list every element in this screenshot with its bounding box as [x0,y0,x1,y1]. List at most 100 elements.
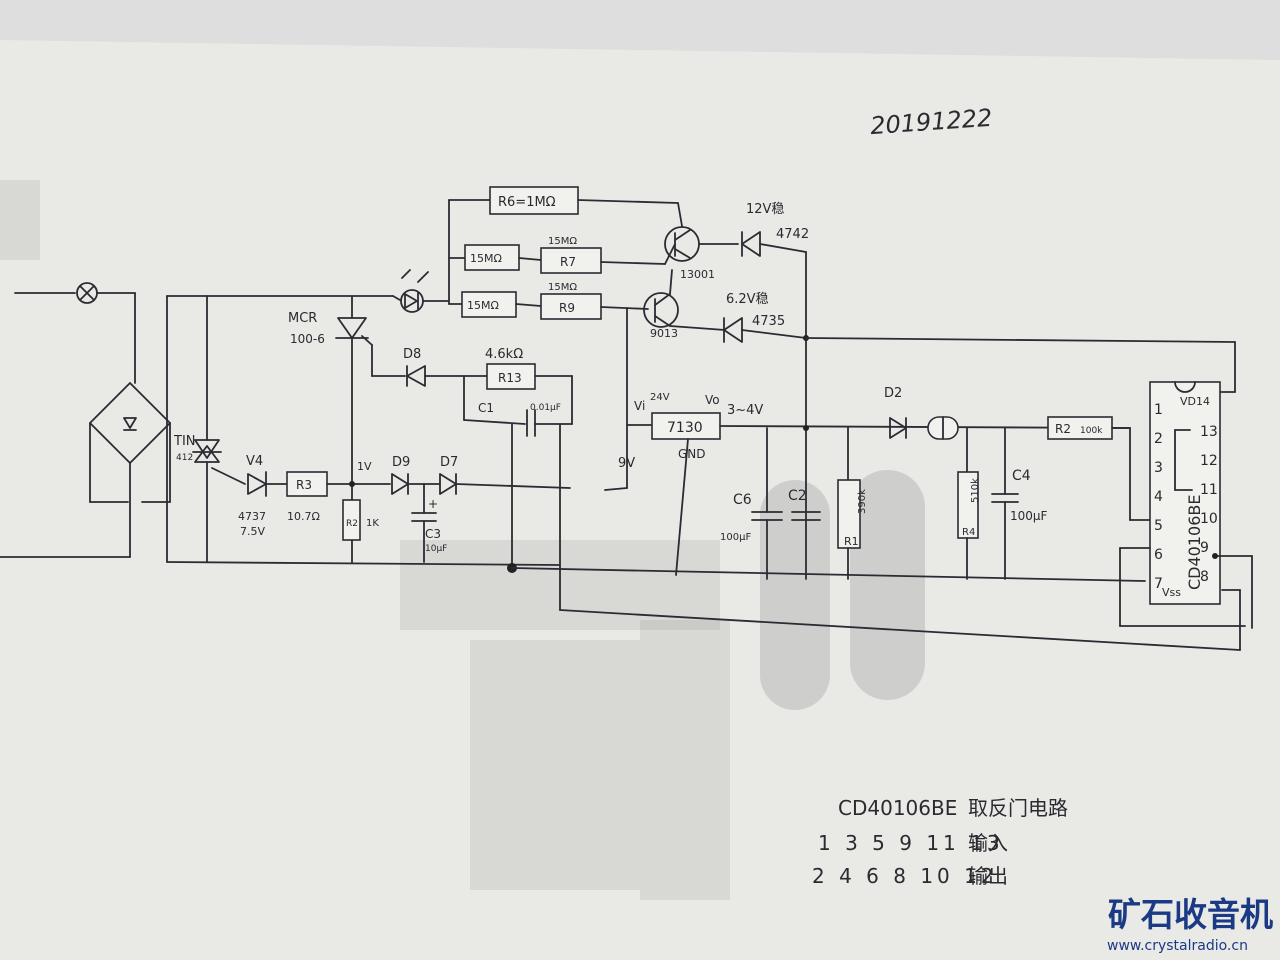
vss-label: Vss [1162,586,1181,599]
notes-outputs-cn: 输出 [968,864,1008,888]
watermark: 矿石收音机 www.crystalradio.cn [1107,895,1273,954]
r4-value-label: 510k [970,478,981,503]
notes-block: CD40106BE 取反门电路 1 3 5 9 11 13 输入 2 4 6 8… [812,796,1068,888]
vo-label: Vo [705,393,720,407]
triac-sub-label: 412 [176,453,193,463]
d7-label: D7 [440,455,458,470]
q-top-label: 13001 [680,268,715,281]
c6-value-label: 100μF [720,532,751,543]
r13-resistor [486,363,536,390]
c1-value-label: 0.01μF [530,403,561,413]
output-section: D2 R4 510k C4 100μF R2 100k [884,386,1151,580]
r2-value-label: 1K [366,518,379,529]
c4-label: C4 [1012,468,1031,484]
r9-top-label: 15MΩ [548,282,577,293]
ic-pin-left-1: 1 [1154,402,1163,418]
v4-label: V4 [246,454,263,469]
ic-pin-right-13: 13 [1200,424,1218,440]
gnd-label: GND [678,447,706,461]
ic-pin-right-8: 8 [1200,569,1209,585]
mcr-branch: MCR 100-6 R2 1K 1V D8 [288,295,488,563]
vi-volt-label: 24V [650,392,670,403]
d2-diode-icon [889,417,907,439]
r13-value-label: 4.6kΩ [485,347,523,362]
r7-resistor [540,247,602,274]
r6-label: R6=1MΩ [498,195,556,210]
ic-body [1149,381,1221,605]
vi-label: Vi [634,399,645,413]
mcr-label: MCR [288,311,317,326]
notes-outputs-pins: 2 4 6 8 10 12 [812,864,998,888]
r1-label: R1 [844,535,859,548]
d9-label: D9 [392,455,410,470]
r2b-value-label: 100k [1080,426,1103,436]
c3-label: C3 [425,527,441,541]
r1-resistor [837,479,861,549]
r7-top-label: 15MΩ [548,236,577,247]
reg-out-label: 3~4V [727,403,763,418]
r9-resistor [540,293,602,320]
ac-input-section [0,282,561,566]
transistor-9013-icon [643,292,679,328]
ic-pin-left-7: 7 [1154,576,1163,592]
triac-icon [194,439,220,459]
r9-series-resistor [461,291,517,318]
ic-pin-right-11: 11 [1200,482,1218,498]
watermark-cn: 矿石收音机 [1108,895,1273,934]
d7-diode-icon [439,473,457,495]
notes-inputs-pins: 1 3 5 9 11 13 [818,831,1004,855]
reg-label: 7130 [667,420,703,436]
r4-resistor [957,471,979,539]
zener-top-part-label: 4742 [776,227,809,242]
c1-label: C1 [478,401,494,415]
r2-label: R2 [346,519,358,529]
r9-label: R9 [559,301,575,315]
mcr-part-label: 100-6 [290,332,325,346]
top-network: R6=1MΩ 15MΩ R7 15MΩ 15MΩ R9 15MΩ 13001 [392,186,1236,580]
v4-part-label: 4737 [238,510,266,523]
d2-label: D2 [884,386,902,401]
r3-value-label: 10.7Ω [287,510,320,523]
triac-label: TIN [173,434,196,449]
d9-diode-icon [391,473,409,495]
r3-label: R3 [296,478,312,492]
r9-series-label: 15MΩ [467,299,499,312]
r4-label: R4 [962,527,975,538]
c3-plus-label: + [428,497,438,511]
r6-resistor [489,186,579,215]
ic-pin-left-3: 3 [1154,460,1163,476]
ic-pin-left-5: 5 [1154,518,1163,534]
d9-d7-c3-section: D9 D7 + C3 10μF [391,455,571,573]
r13-label: R13 [498,371,522,385]
r7-series-resistor [464,244,520,271]
notes-title-cn: 取反门电路 [968,796,1068,820]
ic-pin-right-12: 12 [1200,453,1218,469]
ic-pin-right-9: 9 [1200,540,1209,556]
q-bottom-label: 9013 [650,327,678,340]
zener-mid-v-label: 6.2V稳 [726,291,769,307]
r2b-label: R2 [1055,422,1071,436]
ic-pin-left-4: 4 [1154,489,1163,505]
vdd-label: VD14 [1180,395,1210,408]
r3-resistor [286,471,328,497]
c4-value-label: 100μF [1010,509,1048,523]
r7-series-label: 15MΩ [470,252,502,265]
r7-label: R7 [560,255,576,269]
c3-value-label: 10μF [425,544,447,554]
nine-volt-label: 9V [618,456,635,471]
zener-top-v-label: 12V稳 [746,201,784,217]
triac-branch: TIN 412 V4 4737 7.5V R3 10.7Ω [173,295,391,563]
v4-volt-label: 7.5V [240,525,265,538]
ic-name-label: CD40106BE [1185,495,1204,590]
r1-value-label: 390k [857,489,868,514]
d8-label: D8 [403,347,421,362]
c6-label: C6 [733,492,752,508]
zener-mid-part-label: 4735 [752,314,785,329]
notes-title-part: CD40106BE [838,796,957,820]
one-volt-label: 1V [357,460,372,473]
ic-pin-left-6: 6 [1154,547,1163,563]
r2-resistor [342,499,361,541]
notes-inputs-cn: 输入 [968,831,1008,855]
